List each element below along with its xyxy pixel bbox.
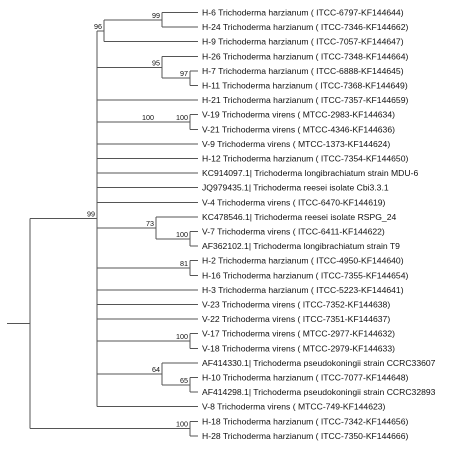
bootstrap-value: 99 [152, 11, 160, 20]
leaf-label: H-10 Trichoderma harzianum ( ITCC-7077-K… [202, 373, 408, 383]
bootstrap-value: 96 [94, 22, 102, 31]
leaf-label: H-2 Trichoderma harzianum ( ITCC-4950-KF… [202, 256, 404, 266]
bootstrap-values: 99 96 99 95 97 100 100 73 100 81 100 64 65 100 [87, 11, 188, 429]
leaf-label: H-24 Trichoderma harzianum ( ITCC-7346-K… [202, 22, 408, 32]
leaf-label: H-16 Trichoderma harzianum ( ITCC-7355-K… [202, 270, 408, 280]
leaf-label: V-8 Trichoderma virens ( MTCC-749-KF1446… [202, 402, 386, 412]
leaf-label: H-26 Trichoderma harzianum ( ITCC-7348-K… [202, 51, 408, 61]
leaf-label: KC914097.1| Trichoderma longibrachiatum … [202, 168, 418, 178]
leaf-label: H-11 Trichoderma harzianum ( ITCC-7368-K… [202, 81, 408, 91]
bootstrap-value: 100 [176, 420, 188, 429]
leaf-label: H-12 Trichoderma harzianum ( ITCC-7354-K… [202, 154, 408, 164]
bootstrap-value: 81 [180, 259, 188, 268]
bootstrap-value: 100 [176, 113, 188, 122]
leaf-label: H-6 Trichoderma harzianum ( ITCC-6797-KF… [202, 8, 404, 18]
leaf-label: V-23 Trichoderma virens ( ITCC-7352-KF14… [202, 300, 390, 310]
leaf-label: H-9 Trichoderma harzianum ( ITCC-7057-KF… [202, 37, 404, 47]
leaf-label: H-7 Trichoderma harzianum ( ITCC-6888-KF… [202, 66, 404, 76]
leaf-label: H-28 Trichoderma harzianum ( ITCC-7350-K… [202, 431, 408, 441]
leaf-label: V-4 Trichoderma virens ( ITCC-6470-KF144… [202, 197, 386, 207]
bootstrap-value: 95 [152, 58, 160, 67]
leaf-label: V-17 Trichoderma virens ( MTCC-2977-KF14… [202, 329, 395, 339]
leaf-label: V-7 Trichoderma virens ( ITCC-6411-KF144… [202, 227, 385, 237]
leaf-label: H-3 Trichoderma harzianum ( ITCC-5223-KF… [202, 285, 404, 295]
leaf-label: V-22 Trichoderma virens ( ITCC-7351-KF14… [202, 314, 390, 324]
leaf-label: AF362102.1| Trichoderma longibrachiatum … [202, 241, 400, 251]
leaf-label: AF414298.1| Trichoderma pseudokoningii s… [202, 387, 436, 397]
bootstrap-value: 100 [176, 332, 188, 341]
bootstrap-value: 73 [146, 219, 154, 228]
leaf-label: H-18 Trichoderma harzianum ( ITCC-7342-K… [202, 416, 408, 426]
leaf-label: V-21 Trichoderma virens ( MTCC-4346-KF14… [202, 124, 395, 134]
leaf-label: AF414330.1| Trichoderma pseudokoningii s… [202, 358, 436, 368]
leaf-labels: H-6 Trichoderma harzianum ( ITCC-6797-KF… [202, 8, 436, 441]
bootstrap-value: 64 [152, 365, 160, 374]
bootstrap-value: 100 [176, 230, 188, 239]
bootstrap-value: 100 [142, 113, 154, 122]
bootstrap-value: 65 [180, 376, 188, 385]
leaf-label: V-19 Trichoderma virens ( MTCC-2983-KF14… [202, 110, 395, 120]
bootstrap-value: 97 [180, 69, 188, 78]
leaf-label: JQ979435.1| Trichoderma reesei isolate C… [202, 183, 389, 193]
leaf-label: V-9 Trichoderma virens ( MTCC-1373-KF144… [202, 139, 390, 149]
bootstrap-value: 99 [87, 210, 95, 219]
leaf-label: KC478546.1| Trichoderma reesei isolate R… [202, 212, 396, 222]
leaf-label: H-21 Trichoderma harzianum ( ITCC-7357-K… [202, 95, 408, 105]
leaf-label: V-18 Trichoderma virens ( MTCC-2979-KF14… [202, 343, 395, 353]
tree-branches [7, 12, 198, 437]
